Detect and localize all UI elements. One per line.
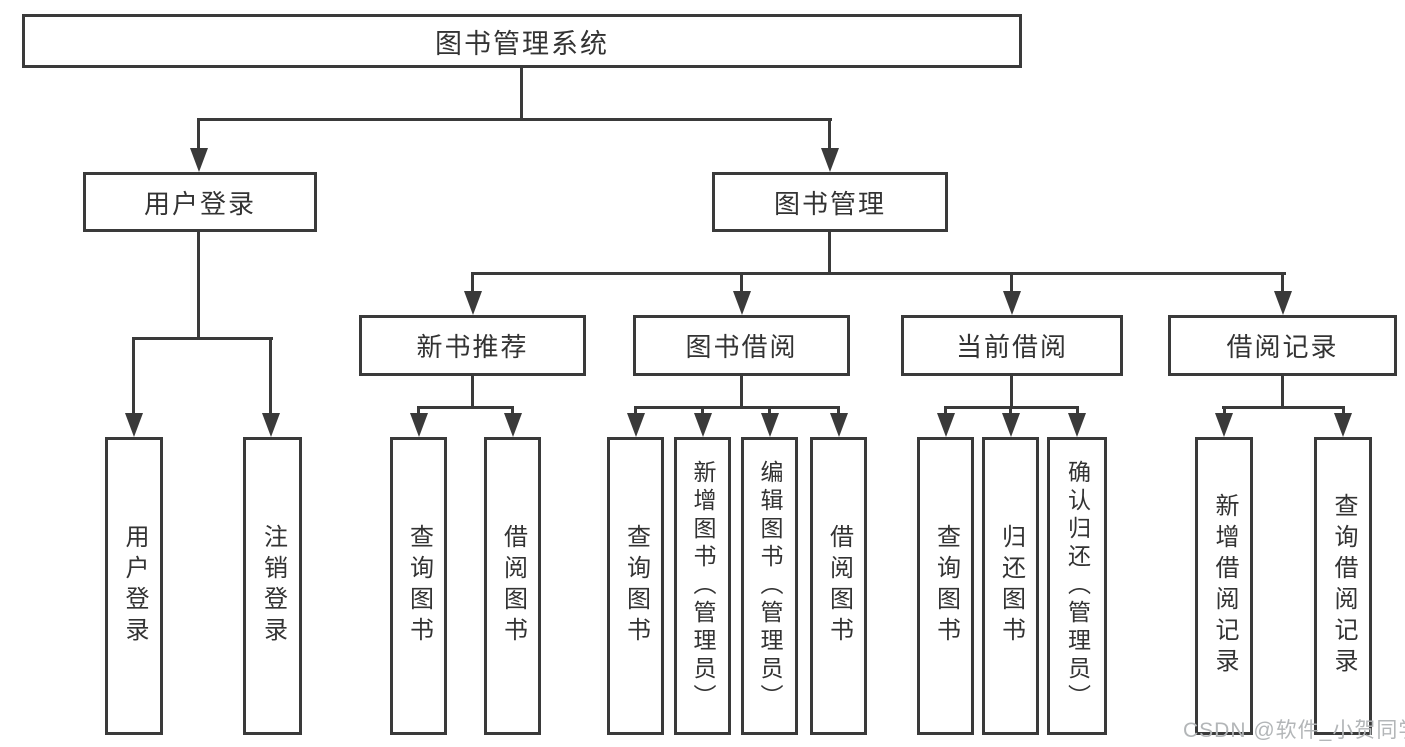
leaf-add-borrow-record: 新增借阅记录 (1195, 437, 1253, 735)
leaf-add-book-admin: 新增图书（管理员） (674, 437, 731, 735)
connector-line (197, 230, 200, 339)
leaf-label: 借阅图书 (499, 524, 527, 648)
node-library-system: 图书管理系统 (22, 14, 1022, 68)
connector-line (740, 272, 743, 294)
connector-line (269, 337, 272, 415)
connector-line (417, 406, 514, 409)
connector-line (520, 66, 523, 120)
connector-line (701, 406, 704, 416)
node-book-management: 图书管理 (712, 172, 948, 232)
leaf-label: 用户登录 (121, 524, 148, 648)
node-book-borrowing: 图书借阅 (633, 315, 850, 376)
leaf-query-books: 查询图书 (607, 437, 664, 735)
connector-line (1222, 406, 1345, 409)
node-current-borrowing: 当前借阅 (901, 315, 1123, 376)
arrowhead-down (262, 413, 280, 437)
arrowhead-down (125, 413, 143, 437)
leaf-return-books: 归还图书 (982, 437, 1039, 735)
arrowhead-down (190, 148, 208, 172)
leaf-label: 查询图书 (405, 524, 433, 648)
arrowhead-down (464, 291, 482, 315)
leaf-query-borrow-record: 查询借阅记录 (1314, 437, 1372, 735)
node-label: 新书推荐 (416, 332, 529, 362)
arrowhead-down (410, 413, 428, 437)
leaf-label: 确认归还（管理员） (1064, 460, 1091, 712)
node-label: 当前借阅 (955, 332, 1068, 362)
leaf-label: 新增图书（管理员） (690, 460, 716, 712)
arrowhead-down (830, 413, 848, 437)
connector-line (1342, 406, 1345, 416)
connector-line (1281, 376, 1284, 408)
connector-line (511, 406, 514, 416)
leaf-query-books: 查询图书 (917, 437, 974, 735)
connector-line (1010, 272, 1013, 294)
connector-line (197, 118, 200, 151)
leaf-confirm-return-admin: 确认归还（管理员） (1047, 437, 1107, 735)
connector-line (634, 406, 840, 409)
arrowhead-down (627, 413, 645, 437)
node-user-login: 用户登录 (83, 172, 317, 232)
arrowhead-down (1274, 291, 1292, 315)
leaf-query-books: 查询图书 (390, 437, 447, 735)
arrowhead-down (694, 413, 712, 437)
leaf-label: 注销登录 (259, 524, 287, 648)
connector-line (471, 376, 474, 408)
leaf-edit-book-admin: 编辑图书（管理员） (741, 437, 798, 735)
node-label: 图书管理系统 (435, 28, 609, 59)
leaf-user-login: 用户登录 (105, 437, 163, 735)
connector-line (740, 376, 743, 408)
connector-line (197, 118, 832, 121)
arrowhead-down (1003, 291, 1021, 315)
leaf-label: 查询图书 (932, 524, 960, 648)
leaf-label: 编辑图书（管理员） (757, 460, 783, 712)
arrowhead-down (1002, 413, 1020, 437)
arrowhead-down (1215, 413, 1233, 437)
connector-line (1281, 272, 1284, 294)
connector-line (837, 406, 840, 416)
leaf-label: 归还图书 (997, 524, 1025, 648)
connector-line (768, 406, 771, 416)
arrowhead-down (1334, 413, 1352, 437)
arrowhead-down (761, 413, 779, 437)
connector-line (1009, 406, 1012, 416)
arrowhead-down (733, 291, 751, 315)
arrowhead-down (937, 413, 955, 437)
connector-line (1223, 406, 1226, 416)
connector-line (634, 406, 637, 416)
connector-line (944, 406, 947, 416)
connector-line (828, 118, 831, 151)
connector-line (1010, 376, 1013, 408)
arrowhead-down (504, 413, 522, 437)
connector-line (471, 272, 1286, 275)
leaf-label: 查询图书 (622, 524, 650, 648)
node-new-book-recommend: 新书推荐 (359, 315, 586, 376)
node-label: 图书借阅 (685, 332, 798, 362)
leaf-borrow-books: 借阅图书 (484, 437, 541, 735)
csdn-watermark: CSDN @软件_小贺同学 (1183, 719, 1405, 742)
leaf-label: 新增借阅记录 (1211, 493, 1238, 679)
leaf-borrow-books: 借阅图书 (810, 437, 867, 735)
arrowhead-down (821, 148, 839, 172)
connector-line (132, 337, 273, 340)
connector-line (828, 230, 831, 275)
connector-line (132, 337, 135, 415)
connector-line (471, 272, 474, 294)
node-borrowing-records: 借阅记录 (1168, 315, 1397, 376)
node-label: 借阅记录 (1226, 332, 1339, 362)
arrowhead-down (1068, 413, 1086, 437)
leaf-label: 查询借阅记录 (1330, 493, 1357, 679)
connector-line (1076, 406, 1079, 416)
connector-line (417, 406, 420, 416)
leaf-logout: 注销登录 (243, 437, 302, 735)
node-label: 用户登录 (143, 188, 256, 219)
node-label: 图书管理 (773, 188, 886, 219)
leaf-label: 借阅图书 (825, 524, 853, 648)
